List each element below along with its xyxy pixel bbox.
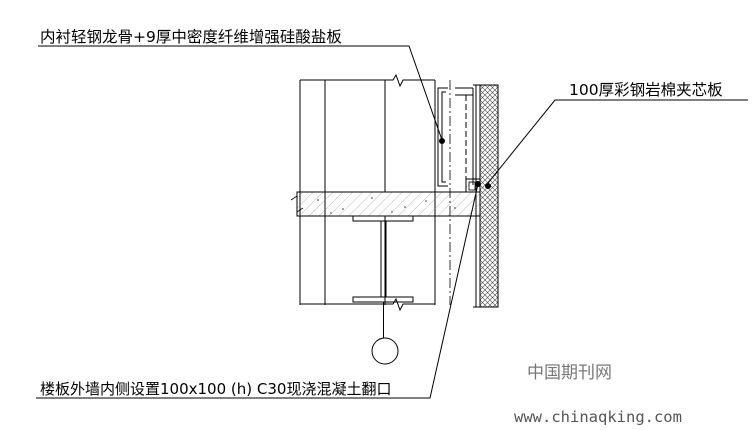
axis-marker-circle	[371, 337, 399, 365]
floor-slab	[290, 178, 481, 217]
watermark-title: 中国期刊网	[527, 363, 612, 383]
leader-lines	[36, 45, 748, 399]
label-concrete-upstand: 楼板外墙内侧设置100x100 (h) C30现浇混凝土翻口	[40, 380, 391, 398]
steel-stud	[437, 87, 474, 187]
label-sandwich-panel: 100厚彩钢岩棉夹芯板	[569, 81, 723, 99]
label-lining-stud: 内衬轻钢龙骨+9厚中密度纤维增强硅酸盐板	[40, 28, 342, 46]
steel-i-beam	[352, 215, 414, 365]
watermark-url: www.chinaqking.com	[514, 408, 682, 426]
